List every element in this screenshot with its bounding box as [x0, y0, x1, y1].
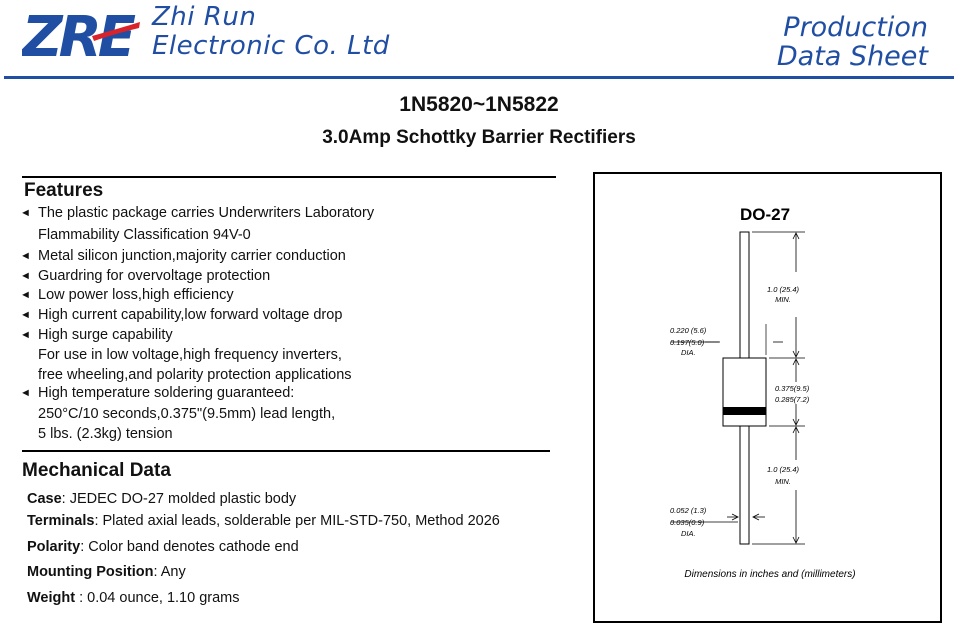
feature-item: ◄The plastic package carries Underwriter… — [20, 205, 375, 221]
mech-value: : JEDEC DO-27 molded plastic body — [61, 491, 297, 507]
dim-body-dia-label: DIA. — [681, 348, 696, 357]
mech-label: Weight — [27, 590, 76, 606]
feature-item-continuation: 5 lbs. (2.3kg) tension — [38, 426, 173, 442]
mechanical-heading: Mechanical Data — [22, 460, 171, 481]
package-name: DO-27 — [740, 205, 790, 224]
company-logo: ZRE — [22, 6, 140, 64]
feature-item-continuation: 250°C/10 seconds,0.375"(9.5mm) lead leng… — [38, 406, 336, 422]
bottom-lead — [739, 425, 750, 545]
dim-lead-dia-label: DIA. — [681, 529, 696, 538]
part-number-title: 1N5820~1N5822 — [399, 93, 559, 116]
mech-label: Polarity — [27, 539, 81, 555]
dim-body-len-min: 0.285(7.2) — [775, 395, 810, 404]
mechanical-divider — [22, 450, 550, 452]
dim-body-dia-min: 0.197(5.0) — [670, 338, 705, 347]
product-subtitle: 3.0Amp Schottky Barrier Rectifiers — [322, 127, 636, 148]
arrow-left-icon: ◄ — [20, 309, 31, 321]
dim-lead-dia-max: 0.052 (1.3) — [670, 506, 707, 515]
feature-item: ◄Guardring for overvoltage protection — [20, 268, 271, 284]
dim-body-dia-max: 0.220 (5.6) — [670, 326, 707, 335]
mech-row-mounting: Mounting Position: Any — [27, 564, 186, 580]
dim-lead-bottom: 1.0 (25.4) — [767, 465, 800, 474]
svg-text:ZRE: ZRE — [22, 6, 136, 64]
feature-item-continuation: For use in low voltage,high frequency in… — [38, 347, 342, 363]
mech-value: : Color band denotes cathode end — [80, 539, 299, 555]
arrow-left-icon: ◄ — [20, 207, 31, 219]
mech-row-polarity: Polarity: Color band denotes cathode end — [27, 539, 299, 555]
dim-lead-top-min: MIN. — [775, 295, 791, 304]
mech-row-weight: Weight : 0.04 ounce, 1.10 grams — [27, 590, 240, 606]
feature-item: ◄High current capability,low forward vol… — [20, 307, 343, 323]
top-lead — [739, 231, 750, 359]
arrow-left-icon: ◄ — [20, 250, 31, 262]
feature-item: ◄High temperature soldering guaranteed: — [20, 385, 295, 401]
feature-item-continuation: free wheeling,and polarity protection ap… — [38, 367, 352, 383]
mech-label: Case — [27, 491, 62, 507]
package-drawing-frame — [593, 172, 942, 623]
dimensions-footnote: Dimensions in inches and (millimeters) — [684, 569, 855, 580]
mech-row-terminals: Terminals: Plated axial leads, solderabl… — [27, 513, 500, 529]
diode-body — [722, 357, 767, 427]
doc-type-line1: Production — [783, 12, 928, 43]
header-divider — [4, 76, 954, 79]
features-divider — [22, 176, 556, 178]
package-outline-drawing: DO-27 1.0 (25.4) MIN — [670, 205, 856, 580]
feature-item: ◄Metal silicon junction,majority carrier… — [20, 248, 346, 264]
doc-type-line2: Data Sheet — [776, 41, 928, 72]
arrow-left-icon: ◄ — [20, 387, 31, 399]
feature-item: ◄High surge capability — [20, 327, 173, 343]
dim-body-len-max: 0.375(9.5) — [775, 384, 810, 393]
dim-lead-dia-min: 0.035(0.9) — [670, 518, 705, 527]
arrow-left-icon: ◄ — [20, 270, 31, 282]
extension-lines — [671, 231, 805, 545]
cathode-band — [723, 407, 766, 415]
arrow-left-icon: ◄ — [20, 289, 31, 301]
dimension-arrows — [705, 232, 800, 544]
arrow-left-icon: ◄ — [20, 329, 31, 341]
company-name-line1: Zhi Run — [152, 2, 257, 32]
mech-row-case: Case: JEDEC DO-27 molded plastic body — [27, 491, 296, 507]
feature-item: ◄Low power loss,high efficiency — [20, 287, 234, 303]
mech-label: Terminals — [27, 513, 95, 529]
feature-item-continuation: Flammability Classification 94V-0 — [38, 227, 251, 243]
mech-value: : Plated axial leads, solderable per MIL… — [94, 513, 500, 529]
mech-label: Mounting Position — [27, 564, 154, 580]
mech-value: : Any — [153, 564, 186, 580]
dim-lead-top: 1.0 (25.4) — [767, 285, 800, 294]
mech-value: : 0.04 ounce, 1.10 grams — [75, 590, 240, 606]
features-heading: Features — [24, 180, 104, 201]
dim-lead-bottom-min: MIN. — [775, 477, 791, 486]
company-name-line2: Electronic Co. Ltd — [152, 31, 390, 61]
